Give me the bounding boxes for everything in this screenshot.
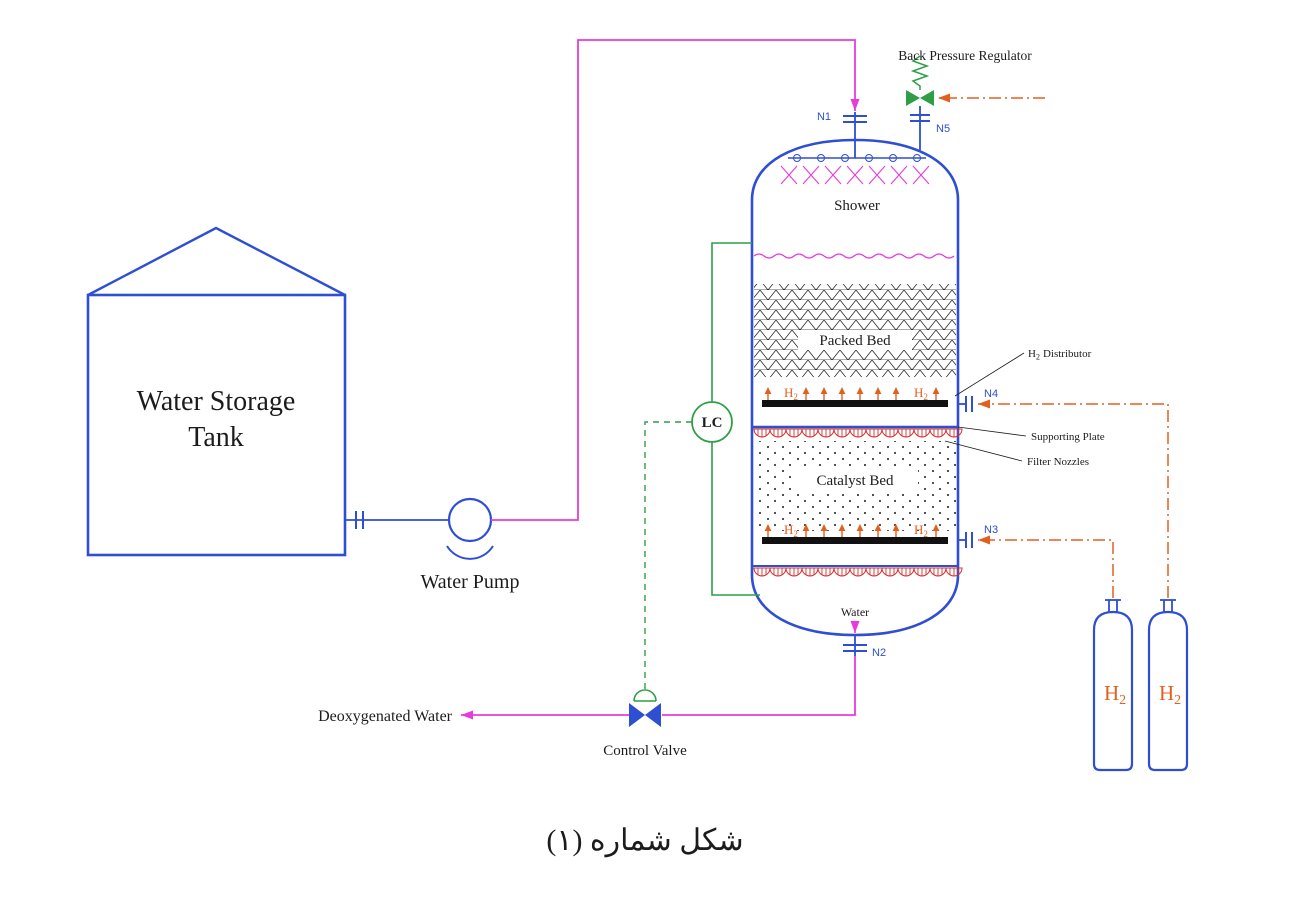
shower-distributor: Shower (780, 154, 930, 214)
h2-base: H (914, 522, 923, 537)
bpr-spring (910, 55, 930, 90)
nozzle-n3: N3 (958, 524, 998, 548)
shower-label: Shower (834, 198, 880, 214)
h2-sub: 2 (793, 392, 798, 402)
distributor-plate-lower (762, 537, 948, 544)
tank-outlet-pipe (345, 511, 449, 529)
h2-label: H2 (784, 385, 798, 402)
nozzle-n1: N1 (817, 111, 867, 158)
h2-supply-line-lower (978, 535, 1114, 598)
h2-base: H (784, 385, 793, 400)
h2-supply-line-upper (978, 399, 1169, 598)
packed-bed-label-bg (798, 330, 912, 350)
bpr-body-left (906, 90, 920, 106)
pump-casing (447, 497, 493, 543)
leader-line (954, 352, 1025, 397)
filter-nozzles-row-lower (753, 567, 963, 577)
water-pump: Water Pump (421, 497, 520, 593)
h2-base: H (1028, 348, 1036, 360)
leader-line (957, 426, 1027, 437)
packed-bed: Packed Bed (754, 284, 956, 377)
nozzle-n2: N2 (843, 635, 886, 659)
h2-label: H2 (914, 522, 928, 539)
shower-spray (780, 165, 930, 185)
tank-label-line1: Water Storage (137, 386, 296, 417)
h2-distributor-lower: H2 H2 (762, 522, 948, 544)
distributor-plate-upper (762, 400, 948, 407)
product-line (662, 656, 856, 716)
tank-label-line2: Tank (188, 422, 244, 453)
liquid-level-line (753, 253, 955, 259)
control-valve-label: Control Valve (603, 743, 687, 759)
h2-cylinder-label: H2 (1159, 681, 1181, 708)
catalyst-bed-label-bg (792, 470, 918, 490)
pump-base (446, 545, 494, 560)
cylinder-body (1092, 610, 1134, 772)
water-label: Water (841, 605, 869, 619)
nozzle-n4: N4 (958, 388, 998, 412)
h2-cylinder-label: H2 (1104, 681, 1126, 708)
h2-sub: 2 (1119, 693, 1126, 708)
leader-line (944, 440, 1023, 462)
h2-sub: 2 (793, 529, 798, 539)
n5-label: N5 (936, 123, 950, 135)
h2-sub: 2 (1174, 693, 1181, 708)
n2-label: N2 (872, 647, 886, 659)
figure-caption: شکل شماره (۱) (546, 824, 743, 858)
deoxygenated-water-label: Deoxygenated Water (318, 708, 453, 725)
back-pressure-regulator: N5 Back Pressure Regulator (898, 48, 1045, 150)
h2-base: H (784, 522, 793, 537)
valve-body-right (645, 703, 661, 727)
lc-bubble (691, 401, 733, 443)
lc-signal-line (644, 421, 692, 689)
valve-body-left (629, 703, 645, 727)
filter-nozzles-annotation: Filter Nozzles (1027, 456, 1089, 468)
level-controller: LC (644, 242, 760, 689)
n4-label: N4 (984, 388, 998, 400)
lc-tap-lower (711, 442, 760, 596)
h2-base: H (1159, 681, 1174, 705)
h2-sub: 2 (923, 529, 928, 539)
packed-bed-label: Packed Bed (819, 333, 891, 349)
tank-roof (87, 226, 346, 297)
h2-sub: 2 (1036, 353, 1040, 362)
lc-label: LC (702, 415, 723, 431)
h2-cylinder-1: H2 (1092, 599, 1134, 772)
catalyst-bed-label: Catalyst Bed (816, 473, 894, 489)
h2-sub: 2 (923, 392, 928, 402)
pump-label: Water Pump (421, 571, 520, 593)
bpr-body-right (920, 90, 934, 106)
h2-base: H (914, 385, 923, 400)
water-storage-tank: Water Storage Tank (86, 226, 347, 557)
tank-body (86, 293, 347, 557)
feed-water-line (491, 39, 860, 521)
h2-distributor-upper: H2 H2 (762, 385, 948, 407)
filter-nozzles-row-upper (753, 428, 963, 438)
supporting-plate-annotation: Supporting Plate (1031, 431, 1105, 443)
lc-tap-upper (711, 242, 752, 402)
cylinder-body (1147, 610, 1189, 772)
deaerator-vessel (750, 138, 960, 637)
h2-base: H (1104, 681, 1119, 705)
shower-heads (793, 154, 921, 162)
h2-label: H2 (784, 522, 798, 539)
annotation-rest: Distributor (1043, 348, 1092, 360)
h2-label: H2 (914, 385, 928, 402)
valve-actuator-dome (633, 689, 657, 702)
bottom-water-outlet: Water (841, 605, 869, 633)
h2-cylinder-2: H2 (1147, 599, 1189, 772)
bpr-label: Back Pressure Regulator (898, 48, 1032, 63)
catalyst-bed: Catalyst Bed (754, 441, 956, 531)
control-valve: Control Valve (603, 689, 687, 759)
n3-label: N3 (984, 524, 998, 536)
n1-label: N1 (817, 111, 831, 123)
